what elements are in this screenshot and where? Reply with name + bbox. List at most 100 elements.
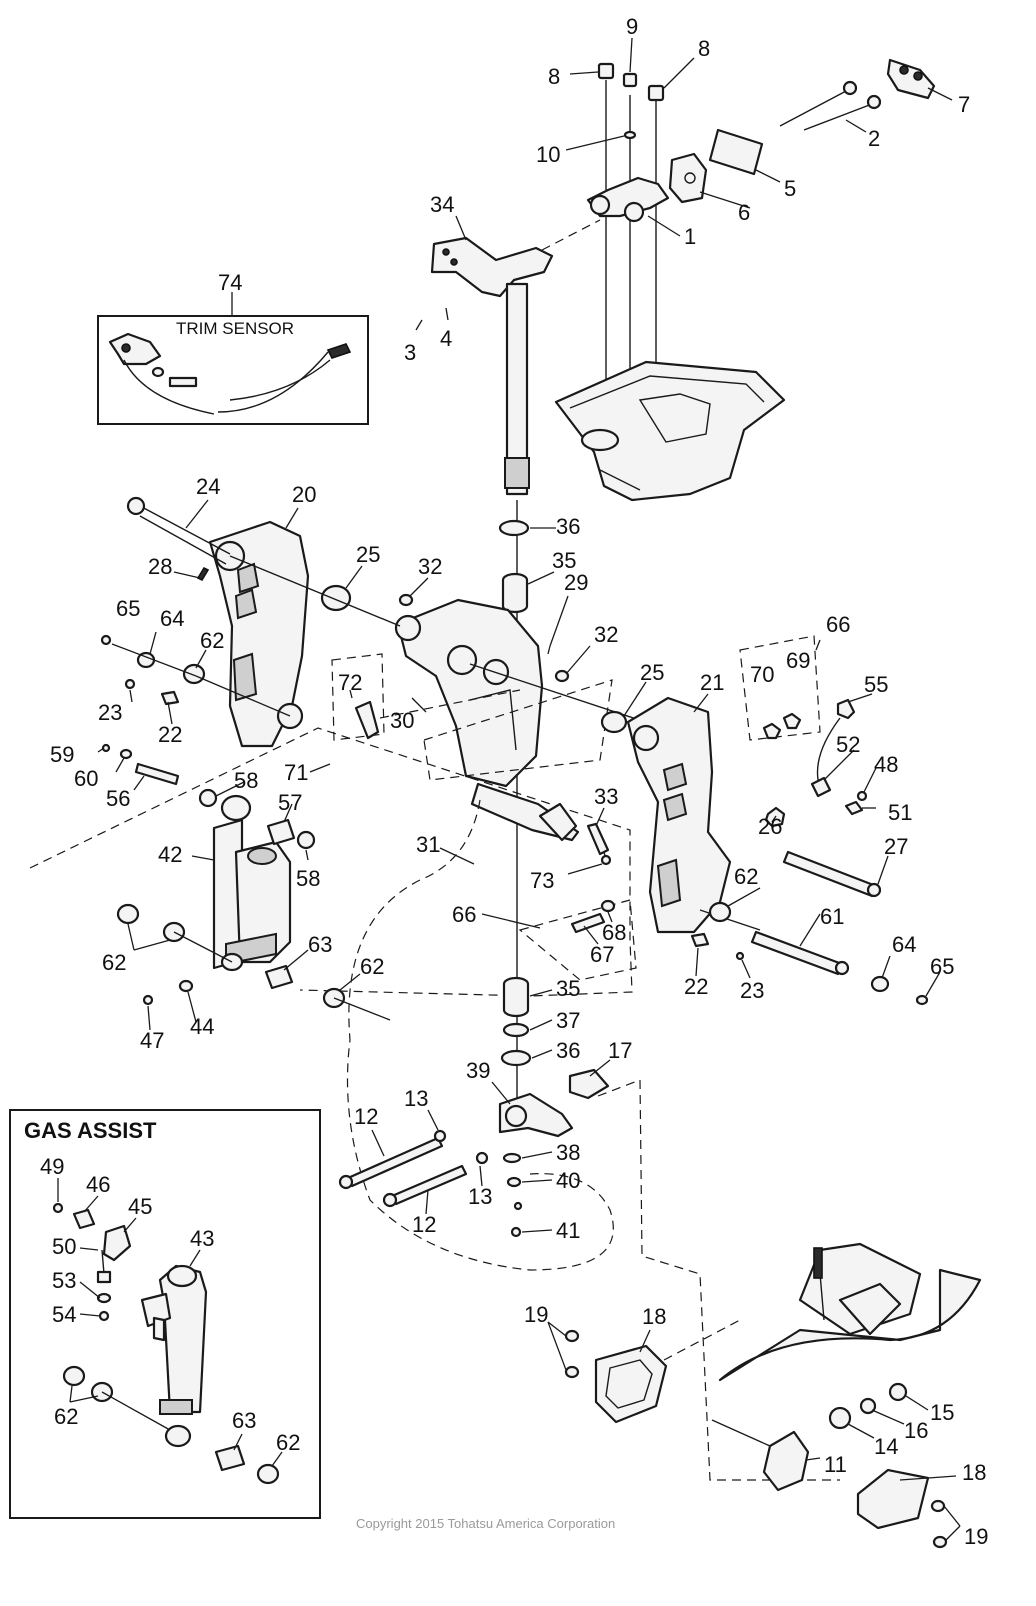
callout-label: 62: [360, 954, 384, 979]
leader-lines: [57, 37, 961, 1541]
callout-label: 60: [74, 766, 98, 791]
callout-label: 38: [556, 1140, 580, 1165]
left-small-parts: [100, 634, 206, 786]
tilt-lock-area: [331, 653, 385, 741]
callout-label: 22: [158, 722, 182, 747]
callout-label: 23: [98, 700, 122, 725]
bushing-25-left: [320, 584, 352, 612]
steering-bracket: [430, 236, 554, 298]
callout-label: 71: [284, 760, 308, 785]
trim-sensor-title: TRIM SENSOR: [176, 319, 294, 338]
callout-label: 57: [278, 790, 302, 815]
callout-label: 36: [556, 514, 580, 539]
callout-label: 62: [200, 628, 224, 653]
callout-label: 50: [52, 1234, 76, 1259]
callout-label: 24: [196, 474, 220, 499]
callout-label: 14: [874, 1434, 898, 1459]
washer-36-bottom: [500, 1049, 532, 1067]
bushing-25-right: [600, 710, 628, 734]
gas-assist-box: [9, 1109, 321, 1519]
callout-label: 37: [556, 1008, 580, 1033]
callout-label: 46: [86, 1172, 110, 1197]
callout-label: 12: [412, 1212, 436, 1237]
rubber-mount-11: [762, 1430, 810, 1492]
callout-label: 19: [524, 1302, 548, 1327]
callout-label: 20: [292, 482, 316, 507]
callout-label: 39: [466, 1058, 490, 1083]
callout-label: 16: [904, 1418, 928, 1443]
tilt-lever: [470, 782, 612, 866]
callout-label: 40: [556, 1168, 580, 1193]
callout-label: 59: [50, 742, 74, 767]
callout-label: 21: [700, 670, 724, 695]
callout-label: 18: [642, 1304, 666, 1329]
callout-label: 44: [190, 1014, 214, 1039]
mount-18-bottom: [856, 1468, 930, 1530]
callout-label: 61: [820, 904, 844, 929]
engine-base-plate: [554, 360, 786, 502]
callout-label: 25: [356, 542, 380, 567]
callout-label: 65: [116, 596, 140, 621]
callout-label: 36: [556, 1038, 580, 1063]
callout-label: 34: [430, 192, 454, 217]
callout-label: 45: [128, 1194, 152, 1219]
nut-assembly-66: [739, 635, 821, 741]
callout-label: 69: [786, 648, 810, 673]
left-clamp-bracket: [208, 520, 310, 748]
callout-label: 18: [962, 1460, 986, 1485]
callout-label: 7: [958, 92, 970, 117]
callout-label: 65: [930, 954, 954, 979]
callout-label: 32: [594, 622, 618, 647]
callout-label: 62: [54, 1404, 78, 1429]
callout-label: 17: [608, 1038, 632, 1063]
trim-tilt-cylinder: [212, 794, 292, 972]
callout-label: 8: [548, 64, 560, 89]
bushing-35-top: [501, 572, 529, 614]
gas-assist-title: GAS ASSIST: [24, 1118, 157, 1143]
callout-label: 25: [640, 660, 664, 685]
right-clamp-bracket: [626, 696, 732, 934]
callout-label: 43: [190, 1226, 214, 1251]
copyright-notice: Copyright 2015 Tohatsu America Corporati…: [356, 1516, 615, 1531]
callout-label: 29: [564, 570, 588, 595]
callout-label: 4: [440, 326, 452, 351]
callout-label: 54: [52, 1302, 76, 1327]
callout-label: 48: [874, 752, 898, 777]
bushing-35-bottom: [502, 976, 530, 1018]
callout-label: 68: [602, 920, 626, 945]
rods: [750, 850, 882, 976]
callout-label: 55: [864, 672, 888, 697]
swivel-bracket: [394, 598, 544, 788]
callout-label: 63: [232, 1408, 256, 1433]
washer-36-top: [498, 519, 530, 537]
callout-label: 66: [826, 612, 850, 637]
callout-label: 33: [594, 784, 618, 809]
callout-label: 32: [418, 554, 442, 579]
callout-label: 26: [758, 814, 782, 839]
callout-label: 27: [884, 834, 908, 859]
callout-label: 73: [530, 868, 554, 893]
callout-label: 51: [888, 800, 912, 825]
callout-label: 49: [40, 1154, 64, 1179]
callout-label: 64: [892, 932, 916, 957]
callout-label: 53: [52, 1268, 76, 1293]
callout-label: 15: [930, 1400, 954, 1425]
upper-mount-assembly: [586, 58, 936, 420]
callout-label: 63: [308, 932, 332, 957]
callout-label: 35: [556, 976, 580, 1001]
callout-label: 6: [738, 200, 750, 225]
ring-37: [502, 1022, 530, 1038]
callout-label: 5: [784, 176, 796, 201]
callout-label: 19: [964, 1524, 988, 1549]
callout-label: 41: [556, 1218, 580, 1243]
callout-label: 72: [338, 670, 362, 695]
callout-label: 13: [404, 1086, 428, 1111]
callout-label: 62: [276, 1430, 300, 1455]
mount-18-top: [594, 1344, 668, 1424]
steering-arm: [498, 1068, 610, 1138]
callout-label: 62: [102, 950, 126, 975]
callout-label: 67: [590, 942, 614, 967]
callout-label: 58: [296, 866, 320, 891]
callout-label: 28: [148, 554, 172, 579]
